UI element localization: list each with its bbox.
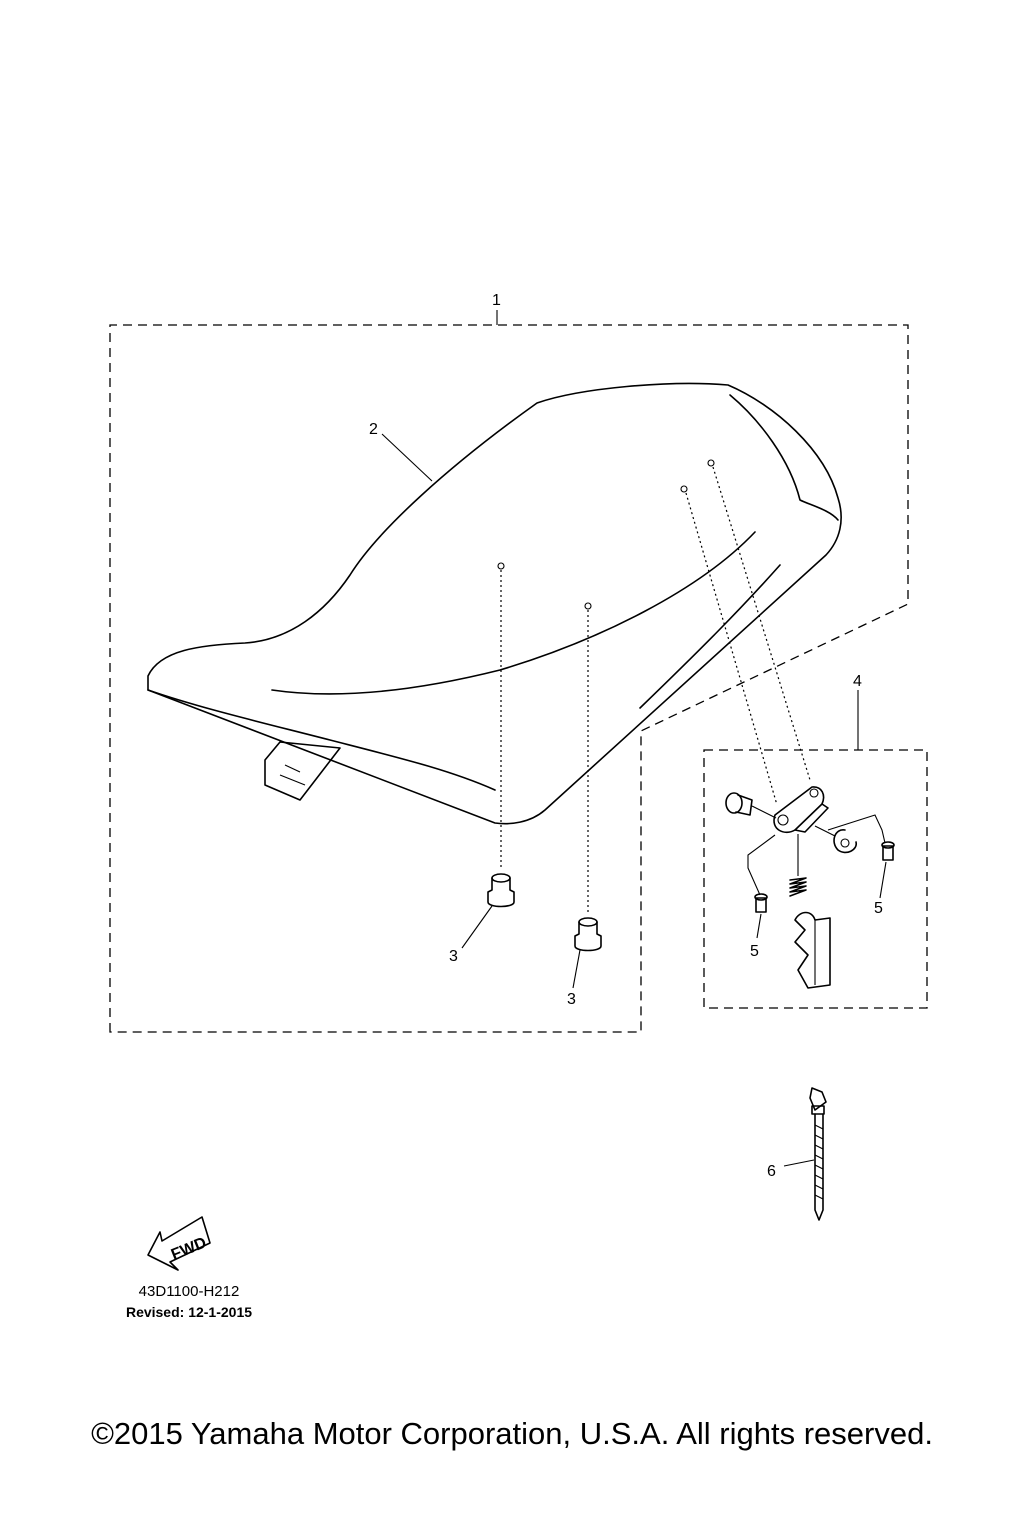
spring [789,834,807,897]
revised-date: Revised: 12-1-2015 [125,1304,253,1320]
part-code: 43D1100-H212 [138,1283,240,1300]
callout-5-leader [879,861,887,899]
callout-6: 6 [767,1163,776,1180]
e-clip [814,825,857,854]
mounting-hole-markers [497,459,715,610]
seat [147,382,842,825]
callout-2: 2 [369,421,378,438]
lock-hook [794,911,831,989]
guide-line [712,466,811,781]
callout-5-leader [747,834,776,896]
callout-3-leader [572,949,581,989]
guide-line [685,492,778,806]
fwd-arrow-icon: FWD [147,1216,211,1271]
damper [487,873,515,908]
callout-3a: 3 [449,948,458,965]
callout-5a: 5 [750,943,759,960]
callout-4: 4 [853,673,862,690]
seat-lock-bracket [773,786,829,834]
seat-assembly-boundary [109,324,909,1033]
cable-tie [809,1087,827,1221]
copyright-notice: ©2015 Yamaha Motor Corporation, U.S.A. A… [91,1416,933,1451]
callout-6-leader [783,1159,815,1167]
callout-2-leader [381,433,433,482]
damper [574,917,602,952]
callout-1: 1 [492,292,501,309]
pin-bolt [725,792,777,819]
svg-text:FWD: FWD [169,1234,209,1263]
callout-3b: 3 [567,991,576,1008]
callout-5-leader [756,913,762,939]
callout-5-leader [827,814,886,844]
lock-assembly-boundary [703,749,928,1009]
screw [881,841,895,861]
screw [754,893,768,913]
callout-3-leader [461,905,493,949]
callout-5b: 5 [874,900,883,917]
